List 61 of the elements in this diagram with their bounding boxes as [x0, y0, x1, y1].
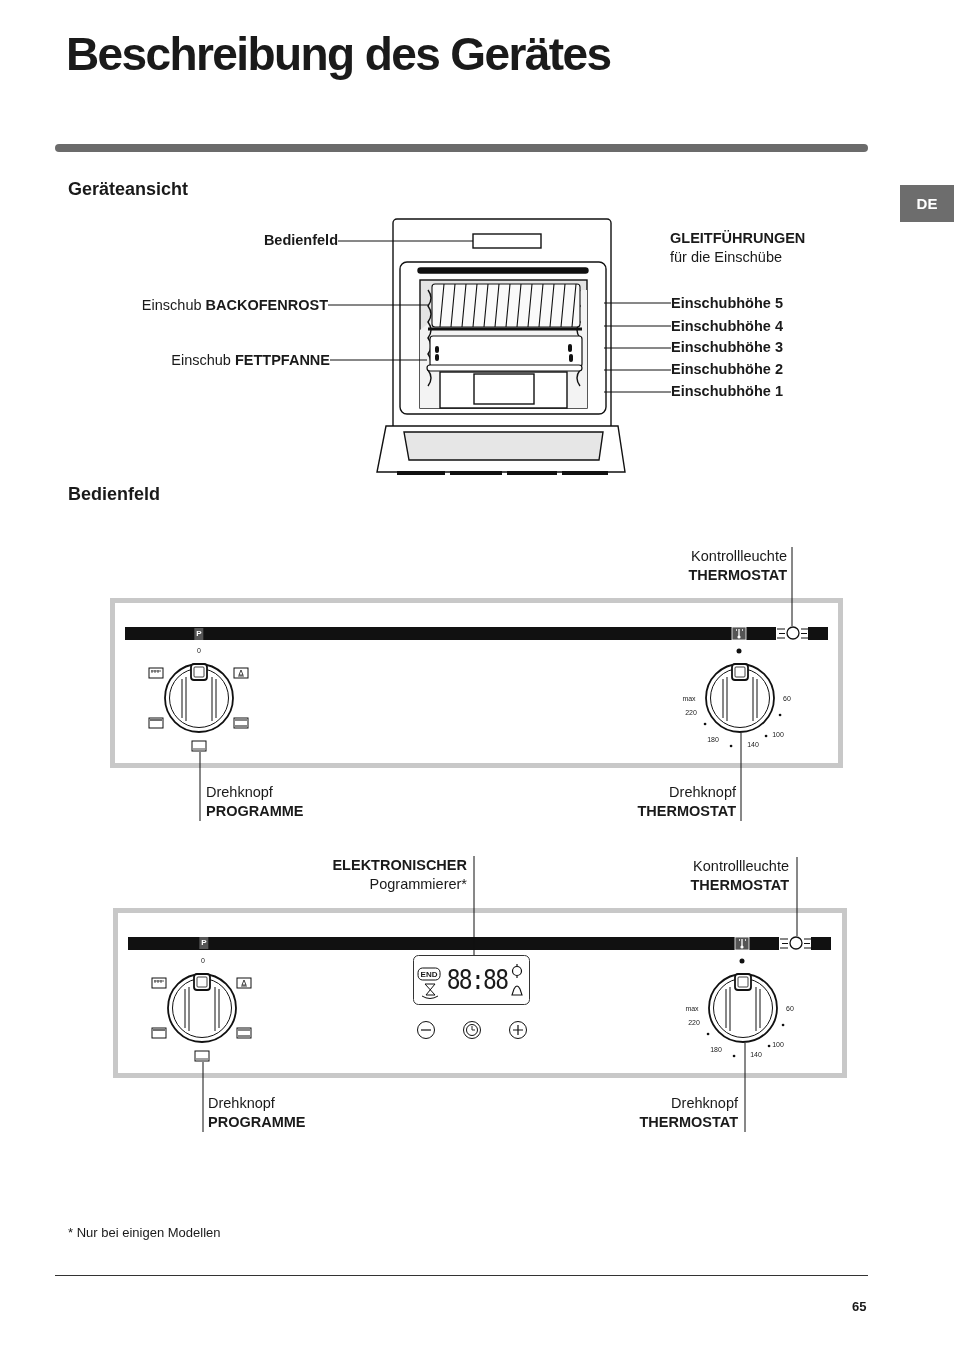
callout-title: THERMOSTAT: [687, 566, 787, 585]
callout-text: Drehknopf: [668, 783, 736, 802]
callout-text: Kontrollleuchte: [692, 857, 789, 876]
control-knob: [708, 973, 778, 1043]
callout-text: Drehknopf: [206, 783, 274, 802]
callout-text: Kontrollleuchte: [690, 547, 787, 566]
leader-line: [329, 359, 428, 361]
callout-text: für die Einschübe: [670, 248, 783, 267]
key-letter: P: [199, 937, 209, 949]
page-number: 65: [852, 1299, 867, 1315]
leader-line: [796, 856, 798, 937]
callout-text: Pogrammierer*: [368, 875, 467, 894]
indicator-lamp: [786, 626, 800, 640]
leader-line: [202, 1061, 204, 1133]
callout-title: THERMOSTAT: [689, 876, 789, 895]
callout-label: Einschubhöhe 3: [671, 338, 811, 357]
callout-text: Drehknopf: [670, 1094, 738, 1113]
callout-label: Einschubhöhe 4: [671, 317, 811, 336]
leader-line: [473, 855, 475, 956]
control-panel: [472, 233, 542, 249]
callout-title: THERMOSTAT: [636, 802, 736, 821]
leader-line: [744, 1042, 746, 1133]
control-knob: [164, 663, 234, 752]
callout-label: Einschubhöhe 1: [671, 382, 811, 401]
leader-line: [603, 347, 672, 349]
callout-label: Einschub FETTPFANNE: [100, 351, 330, 370]
callout-label: Bedienfeld: [200, 231, 338, 250]
leader-line: [603, 369, 672, 371]
leader-line: [791, 546, 793, 627]
leader-line: [603, 302, 672, 304]
callout-title: GLEITFÜHRUNGEN: [670, 229, 806, 248]
callout-label: Einschubhöhe 2: [671, 360, 811, 379]
indicator-lamp: [789, 936, 803, 950]
leader-line: [603, 325, 672, 327]
control-knob: [705, 663, 775, 733]
display-screen: [413, 955, 530, 1005]
oven-rack: [428, 283, 582, 331]
language-tab: DE: [900, 185, 954, 222]
section-heading: Bedienfeld: [68, 483, 160, 505]
page-title: Beschreibung des Gerätes: [66, 27, 611, 82]
baking-tray: [426, 335, 583, 372]
leader-line: [740, 732, 742, 822]
control-panel: [110, 598, 843, 768]
leader-line: [603, 391, 672, 393]
control-knob: [167, 973, 237, 1062]
section-heading: Geräteansicht: [68, 178, 189, 200]
footnote: * Nur bei einigen Modellen: [68, 1225, 221, 1241]
callout-title: PROGRAMME: [208, 1113, 307, 1132]
leader-line: [199, 751, 201, 822]
callout-label: Einschub BACKOFENROST: [100, 296, 328, 315]
end-indicator: END: [417, 967, 441, 981]
callout-title: THERMOSTAT: [638, 1113, 738, 1132]
leader-line: [327, 304, 429, 306]
key-letter: P: [194, 628, 204, 640]
callout-title: ELEKTRONISCHER: [331, 856, 467, 875]
control-panel: [113, 908, 847, 1078]
leader-line: [337, 240, 474, 242]
callout-title: PROGRAMME: [206, 802, 305, 821]
callout-label: Einschubhöhe 5: [671, 294, 811, 313]
callout-text: Drehknopf: [208, 1094, 276, 1113]
time-readout: 88:88: [446, 966, 508, 994]
